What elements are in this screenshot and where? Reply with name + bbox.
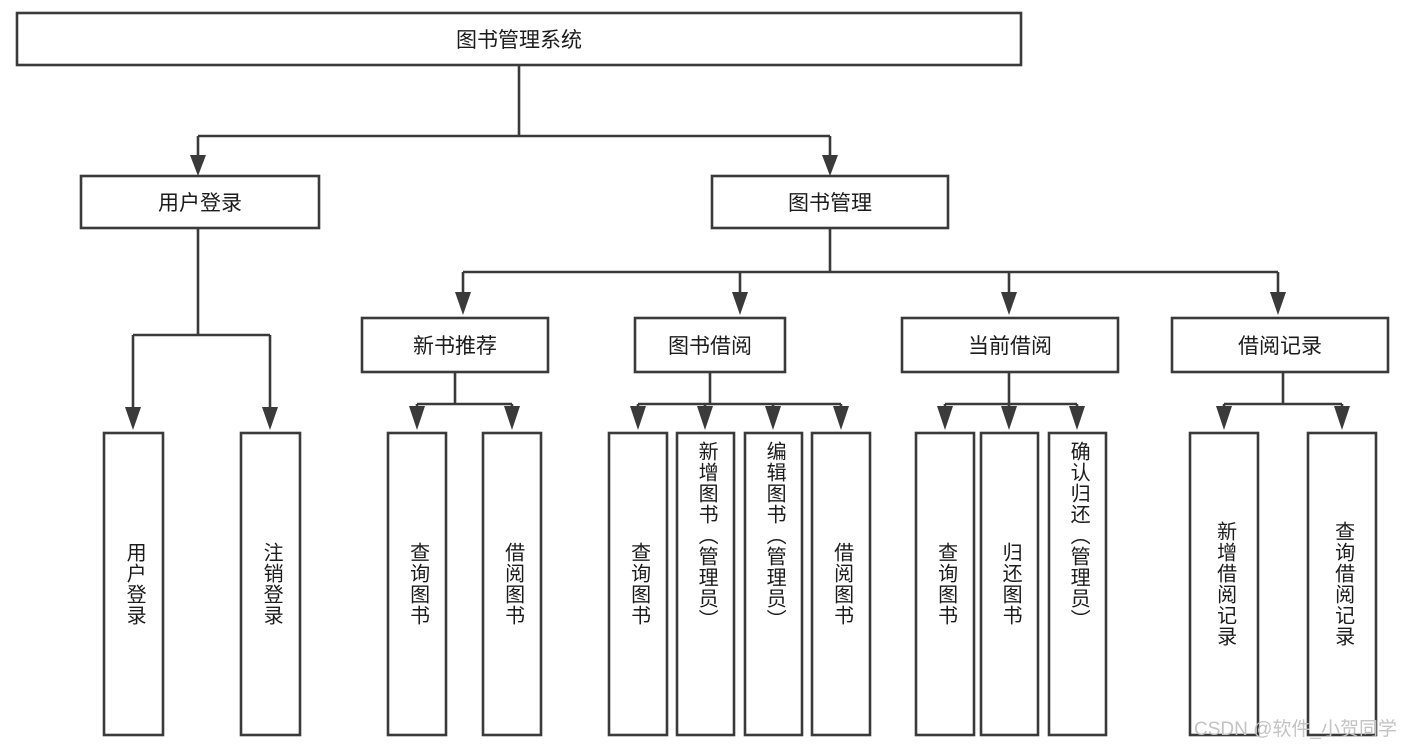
node-box-leaf-confirm-return[interactable]	[1047, 431, 1108, 737]
arrowhead-leaf-confirm-return	[1069, 406, 1085, 430]
node-box-leaf-edit-book[interactable]	[743, 431, 804, 737]
node-box-leaf-user-login[interactable]	[102, 431, 165, 737]
arrowhead-leaf-query-book-3	[937, 406, 953, 430]
node-box-leaf-query-book-3[interactable]	[914, 431, 976, 737]
arrowhead-to-new-book-recommend	[455, 292, 471, 315]
arrowhead-leaf-query-record	[1334, 406, 1350, 430]
arrowhead-leaf-query-book-1	[409, 406, 425, 430]
node-box-leaf-add-record[interactable]	[1188, 431, 1260, 737]
node-box-leaf-add-book[interactable]	[675, 431, 736, 737]
node-box-leaf-borrow-book-2[interactable]	[810, 431, 872, 737]
arrowhead-to-user-login	[190, 155, 206, 176]
connector-user-login-bus	[131, 228, 272, 410]
arrowhead-leaf-query-book-2	[630, 406, 646, 430]
node-box-new-book-recommend[interactable]	[360, 316, 550, 374]
arrowhead-leaf-add-record	[1216, 406, 1232, 430]
connector-root-bus	[196, 65, 832, 158]
arrowhead-leaf-return-book	[1001, 406, 1017, 430]
node-box-borrow-record[interactable]	[1170, 316, 1390, 374]
node-box-user-login[interactable]	[79, 174, 321, 230]
arrowhead-leaf-user-login	[125, 407, 141, 430]
node-box-root[interactable]	[15, 11, 1023, 67]
node-box-current-borrow[interactable]	[900, 316, 1120, 374]
arrowhead-leaf-borrow-book-2	[833, 406, 849, 430]
node-box-leaf-return-book[interactable]	[979, 431, 1040, 737]
arrowhead-leaf-logout-login	[262, 407, 278, 430]
arrowhead-to-book-management	[822, 155, 838, 176]
arrowhead-to-book-borrow	[732, 292, 748, 315]
connector-borrow-record-bus	[1222, 372, 1344, 412]
node-box-leaf-query-book-2[interactable]	[607, 431, 669, 737]
node-box-leaf-logout-login[interactable]	[239, 431, 302, 737]
arrowhead-leaf-edit-book	[765, 406, 781, 430]
arrowhead-leaf-add-book	[697, 406, 713, 430]
arrowhead-to-borrow-record	[1270, 292, 1286, 315]
node-box-leaf-query-book-1[interactable]	[386, 431, 448, 737]
connector-book-borrow-bus	[636, 372, 843, 412]
node-box-leaf-borrow-book-1[interactable]	[481, 431, 543, 737]
node-box-book-borrow[interactable]	[633, 316, 787, 374]
connector-book-management-bus	[461, 228, 1280, 295]
node-box-leaf-query-record[interactable]	[1306, 431, 1378, 737]
arrowhead-to-current-borrow	[1001, 292, 1017, 315]
connector-new-book-recommend-bus	[415, 372, 514, 412]
node-box-book-management[interactable]	[710, 174, 950, 230]
arrowhead-leaf-borrow-book-1	[504, 406, 520, 430]
